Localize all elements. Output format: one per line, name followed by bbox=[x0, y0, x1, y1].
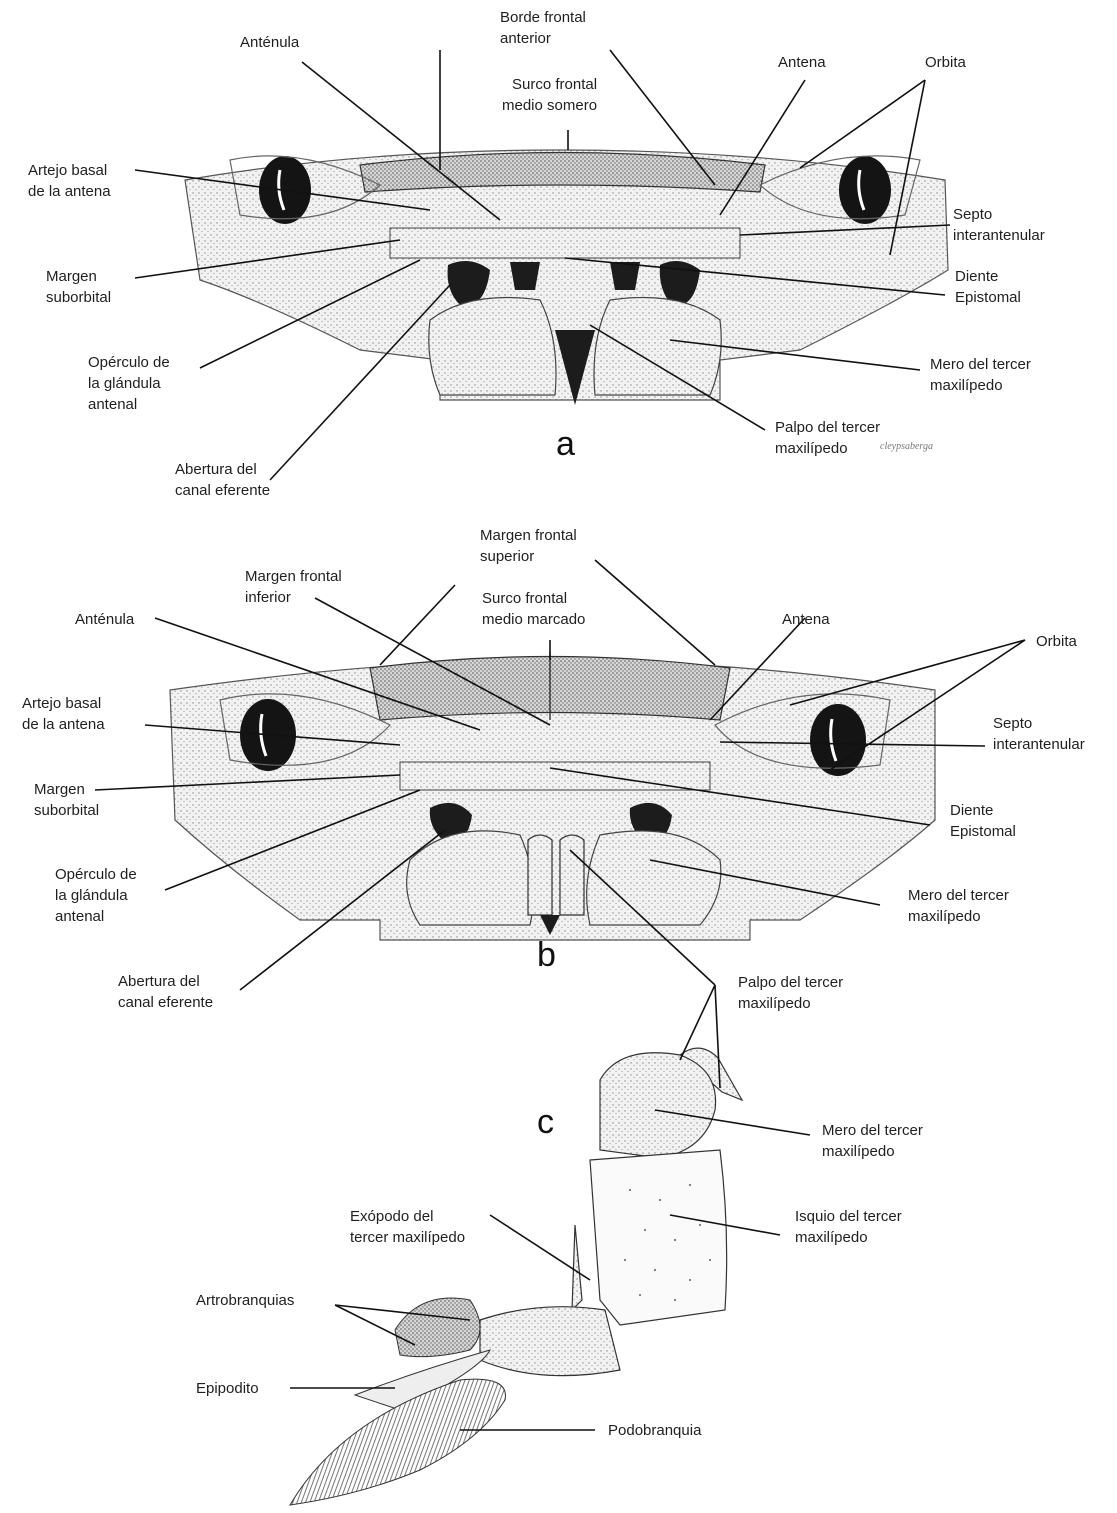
label-antena-a: Antena bbox=[778, 54, 826, 71]
label-margen-sup-b-1: Margen frontal bbox=[480, 527, 577, 544]
label-surco-b-1: Surco frontal bbox=[482, 590, 567, 607]
label-abertura-a-2: canal eferente bbox=[175, 482, 270, 499]
label-orbita-a: Orbita bbox=[925, 54, 967, 71]
label-mero-a-1: Mero del tercer bbox=[930, 356, 1031, 373]
label-artejo-b-1: Artejo basal bbox=[22, 695, 101, 712]
ischium-c bbox=[590, 1150, 727, 1325]
label-margen-inf-b-1: Margen frontal bbox=[245, 568, 342, 585]
label-palpo-a-2: maxilípedo bbox=[775, 440, 848, 457]
label-operculo-a-2: la glándula bbox=[88, 375, 161, 392]
label-septo-a-1: Septo bbox=[953, 206, 992, 223]
label-septo-b-1: Septo bbox=[993, 715, 1032, 732]
label-mero-a-2: maxilípedo bbox=[930, 377, 1003, 394]
right-merus-a bbox=[594, 298, 721, 396]
label-abertura-b-2: canal eferente bbox=[118, 994, 213, 1011]
label-mero-c-2: maxilípedo bbox=[822, 1143, 895, 1160]
label-borde-frontal-a-2: anterior bbox=[500, 30, 551, 47]
label-surco-a-2: medio somero bbox=[502, 97, 597, 114]
merus-c bbox=[600, 1053, 716, 1158]
label-diente-b-2: Epistomal bbox=[950, 823, 1016, 840]
label-operculo-b-1: Opérculo de bbox=[55, 866, 137, 883]
panel-b-drawing bbox=[170, 652, 935, 940]
panel-letter-a: a bbox=[556, 425, 575, 463]
label-mero-b-1: Mero del tercer bbox=[908, 887, 1009, 904]
arthrobranchs-c bbox=[395, 1298, 480, 1357]
label-diente-a-2: Epistomal bbox=[955, 289, 1021, 306]
panel-letter-c: c bbox=[537, 1103, 554, 1141]
label-epipodito-c: Epipodito bbox=[196, 1380, 259, 1397]
label-artejo-a-2: de la antena bbox=[28, 183, 111, 200]
label-exopodo-c-2: tercer maxilípedo bbox=[350, 1229, 465, 1246]
epistome-a bbox=[390, 228, 740, 258]
left-merus-a bbox=[429, 298, 556, 396]
label-palpo-a-1: Palpo del tercer bbox=[775, 419, 880, 436]
label-operculo-b-2: la glándula bbox=[55, 887, 128, 904]
label-orbita-b: Orbita bbox=[1036, 633, 1078, 650]
artist-signature-a: cleypsaberga bbox=[880, 441, 933, 452]
label-exopodo-c-1: Exópodo del bbox=[350, 1208, 433, 1225]
label-abertura-a-1: Abertura del bbox=[175, 461, 257, 478]
label-antenula-a: Anténula bbox=[240, 34, 300, 51]
label-isquio-c-2: maxilípedo bbox=[795, 1229, 868, 1246]
label-palpo-b-2: maxilípedo bbox=[738, 995, 811, 1012]
panel-a-drawing bbox=[185, 150, 948, 405]
label-margen-b-1: Margen bbox=[34, 781, 85, 798]
label-margen-sup-b-2: superior bbox=[480, 548, 534, 565]
label-operculo-b-3: antenal bbox=[55, 908, 104, 925]
label-margen-inf-b-2: inferior bbox=[245, 589, 291, 606]
right-merus-b bbox=[587, 831, 721, 925]
label-margen-a-2: suborbital bbox=[46, 289, 111, 306]
label-artejo-a-1: Artejo basal bbox=[28, 162, 107, 179]
label-borde-frontal-a-1: Borde frontal bbox=[500, 9, 586, 26]
label-mero-c-1: Mero del tercer bbox=[822, 1122, 923, 1139]
label-antena-b: Antena bbox=[782, 611, 830, 628]
label-antenula-b: Anténula bbox=[75, 611, 135, 628]
label-palpo-b-1: Palpo del tercer bbox=[738, 974, 843, 991]
coxa-c bbox=[480, 1307, 620, 1376]
label-septo-b-2: interantenular bbox=[993, 736, 1085, 753]
label-diente-b-1: Diente bbox=[950, 802, 993, 819]
label-margen-b-2: suborbital bbox=[34, 802, 99, 819]
label-artejo-b-2: de la antena bbox=[22, 716, 105, 733]
label-surco-b-2: medio marcado bbox=[482, 611, 585, 628]
label-isquio-c-1: Isquio del tercer bbox=[795, 1208, 902, 1225]
panel-letter-b: b bbox=[537, 936, 556, 974]
label-operculo-a-1: Opérculo de bbox=[88, 354, 170, 371]
label-operculo-a-3: antenal bbox=[88, 396, 137, 413]
label-diente-a-1: Diente bbox=[955, 268, 998, 285]
label-surco-a-1: Surco frontal bbox=[512, 76, 597, 93]
label-mero-b-2: maxilípedo bbox=[908, 908, 981, 925]
label-margen-a-1: Margen bbox=[46, 268, 97, 285]
label-abertura-b-1: Abertura del bbox=[118, 973, 200, 990]
label-artrobranquias-c: Artrobranquias bbox=[196, 1292, 294, 1309]
label-podobranquia-c: Podobranquia bbox=[608, 1422, 702, 1439]
exopod-c bbox=[572, 1225, 582, 1310]
right-eye-a bbox=[839, 156, 891, 224]
label-septo-a-2: interantenular bbox=[953, 227, 1045, 244]
